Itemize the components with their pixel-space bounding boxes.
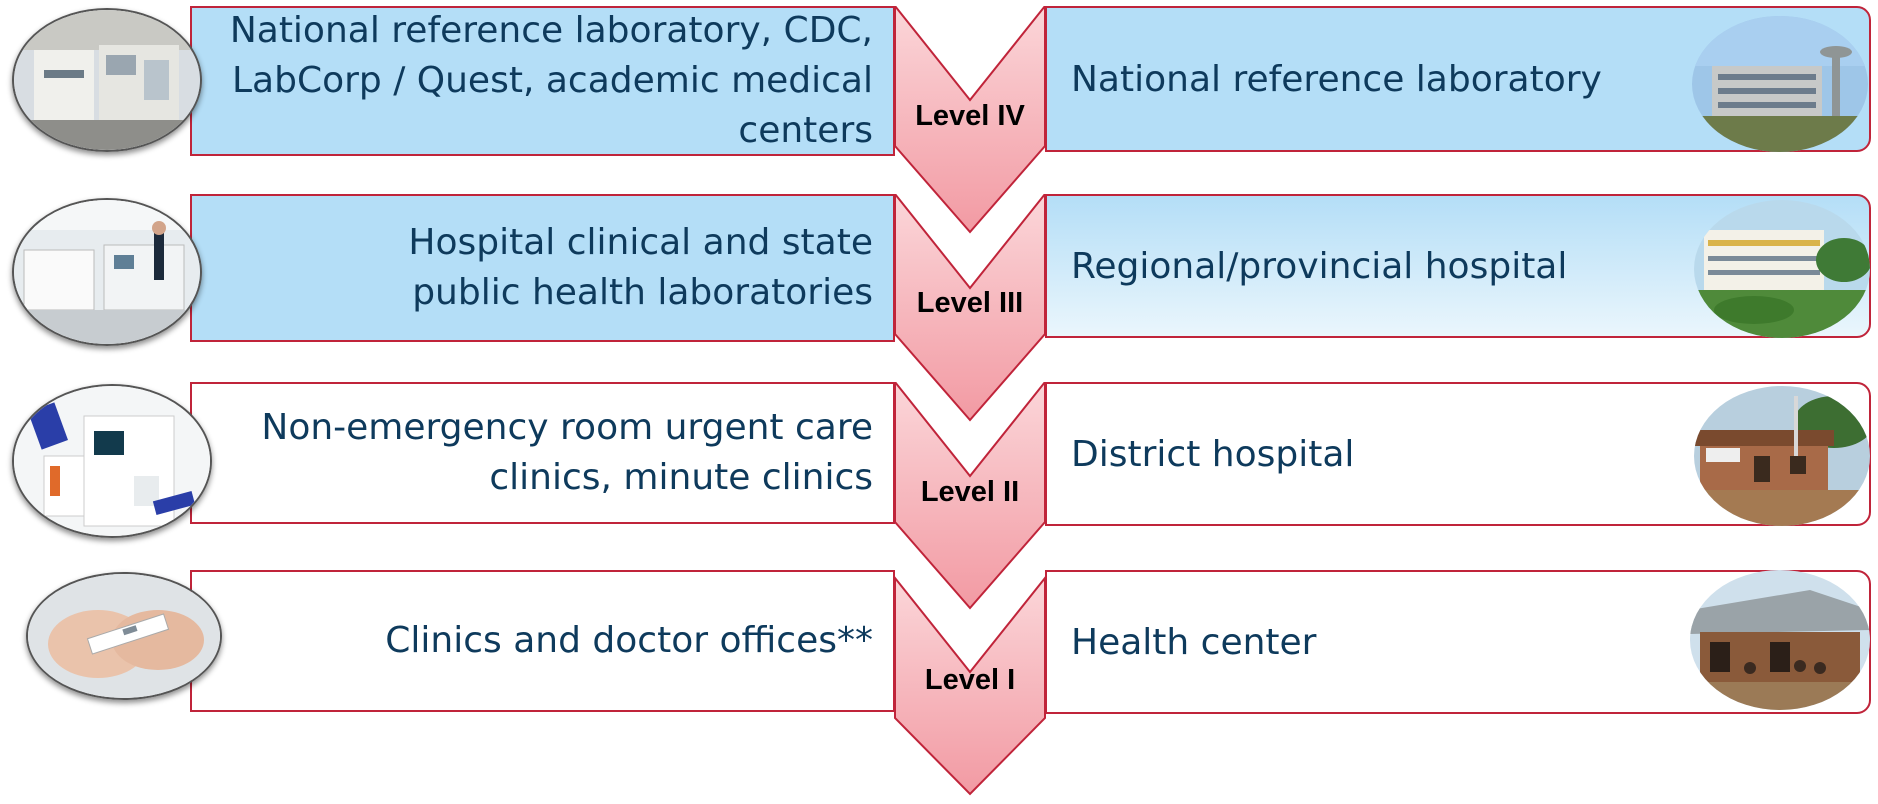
health-center-photo xyxy=(1690,570,1870,710)
level-2-label: Level II xyxy=(920,476,1020,508)
level-1-right-text: Health center xyxy=(1071,621,1317,663)
national-lab-building-photo xyxy=(1692,16,1868,152)
hospital-lab-photo xyxy=(12,198,202,346)
district-hospital-photo xyxy=(1694,386,1870,526)
regional-hospital-photo xyxy=(1694,200,1870,338)
level-2-right-text: District hospital xyxy=(1071,433,1355,475)
chevron-level-1 xyxy=(894,575,1046,796)
level-4-left-text: National reference laboratory, CDC, LabC… xyxy=(229,10,873,151)
automated-lab-analyzer-photo xyxy=(12,8,202,152)
level-4-right-text: National reference laboratory xyxy=(1071,58,1602,100)
level-3-left-text: Hospital clinical and state public healt… xyxy=(408,222,873,313)
level-3-label: Level III xyxy=(916,287,1024,319)
level-4-label: Level IV xyxy=(915,100,1025,132)
level-1-label: Level I xyxy=(924,664,1016,696)
level-4-left-box: National reference laboratory, CDC, LabC… xyxy=(190,6,895,156)
rapid-test-photo xyxy=(26,572,222,700)
level-2-left-text: Non-emergency room urgent care clinics, … xyxy=(261,407,873,498)
point-of-care-analyzer-photo xyxy=(12,384,212,538)
level-3-right-text: Regional/provincial hospital xyxy=(1071,245,1568,287)
level-1-left-box: Clinics and doctor offices** xyxy=(190,570,895,712)
level-3-left-box: Hospital clinical and state public healt… xyxy=(190,194,895,342)
level-1-left-text: Clinics and doctor offices** xyxy=(385,620,873,661)
level-2-left-box: Non-emergency room urgent care clinics, … xyxy=(190,382,895,524)
